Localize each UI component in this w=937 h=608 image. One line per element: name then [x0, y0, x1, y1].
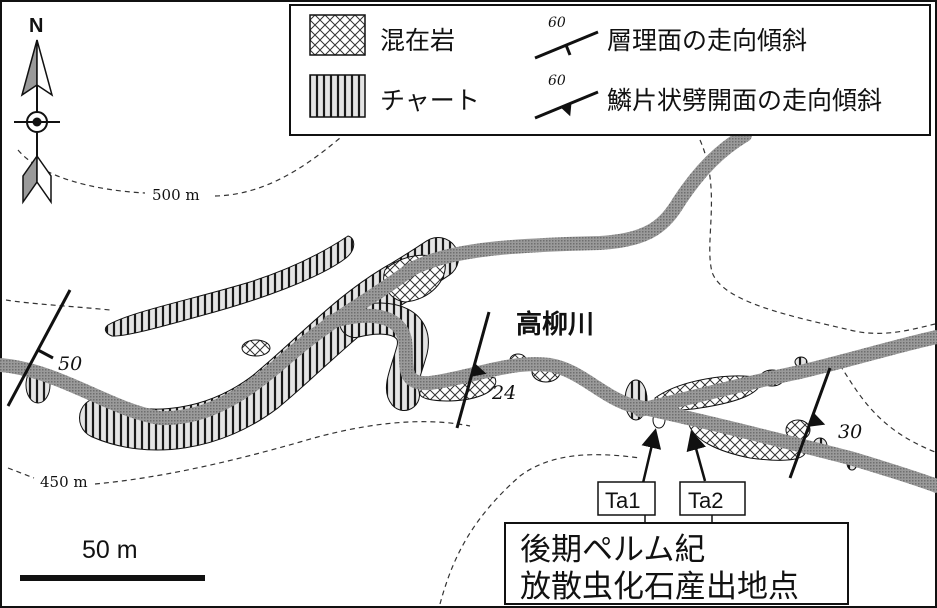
north-label: N: [29, 15, 43, 37]
contour-label: 500 m: [152, 186, 200, 204]
river-name-label: 高柳川: [516, 309, 594, 340]
locality-note: 後期ペルム紀 放散虫化石産出地点: [504, 522, 849, 605]
scale-bar: 50 m: [20, 536, 205, 581]
legend-box: [289, 4, 931, 136]
chert-body: [104, 235, 355, 337]
melange-swatch-icon: [309, 14, 366, 56]
north-arrow-icon: N: [14, 15, 60, 205]
scaly-cleavage-strike-dip-icon: [534, 90, 599, 120]
contour-label: 450 m: [40, 473, 88, 491]
locality-note-box: [504, 522, 849, 605]
melange-body: [241, 339, 271, 357]
legend-label-melange: 混在岩: [380, 26, 455, 55]
dip-value-label: 50: [58, 353, 82, 375]
dip-value-label: 24: [491, 382, 516, 404]
locality-note-line: 後期ペルム紀: [520, 532, 705, 568]
sample-label: Ta2: [688, 488, 723, 513]
river-main-channel: [0, 128, 752, 426]
scaly-cleavage-strike-dip-icon: [788, 367, 832, 479]
sample-arrow-icon: [641, 428, 662, 484]
river: [0, 128, 937, 493]
legend-label-scaly-cleavage: 鱗片状劈開面の走向傾斜: [607, 86, 882, 115]
legend-label-chert: チャート: [380, 86, 480, 115]
river-branch: [633, 330, 937, 417]
scale-bar-label: 50 m: [82, 536, 138, 564]
locality-note-line: 放散虫化石産出地点: [520, 569, 799, 605]
legend-dip-value: 60: [548, 73, 566, 89]
scale-bar-line: [20, 575, 205, 581]
legend-label-bedding: 層理面の走向傾斜: [607, 26, 807, 55]
bedding-strike-dip-icon: [6, 289, 72, 407]
river-lower-channel: [323, 308, 937, 493]
contour-lines: [5, 137, 936, 605]
legend-dip-value: 60: [548, 15, 566, 31]
dip-value-label: 30: [838, 421, 862, 443]
sample-localities: Ta1 Ta2: [597, 428, 746, 523]
chert-swatch-icon: [309, 74, 366, 118]
sample-label-box: [597, 481, 656, 516]
sample-label: Ta1: [605, 488, 640, 513]
sample-label-box: [679, 481, 746, 516]
legend: 混在岩 チャート 60 層理面の走向傾斜 60 鱗片状劈開面の走向傾斜: [289, 4, 931, 136]
scaly-cleavage-strike-dip-icon: [455, 311, 491, 429]
bedding-strike-dip-icon: [534, 30, 599, 60]
sample-arrow-icon: [686, 430, 707, 482]
strike-dip-measurements: 50 24 30: [6, 289, 862, 479]
